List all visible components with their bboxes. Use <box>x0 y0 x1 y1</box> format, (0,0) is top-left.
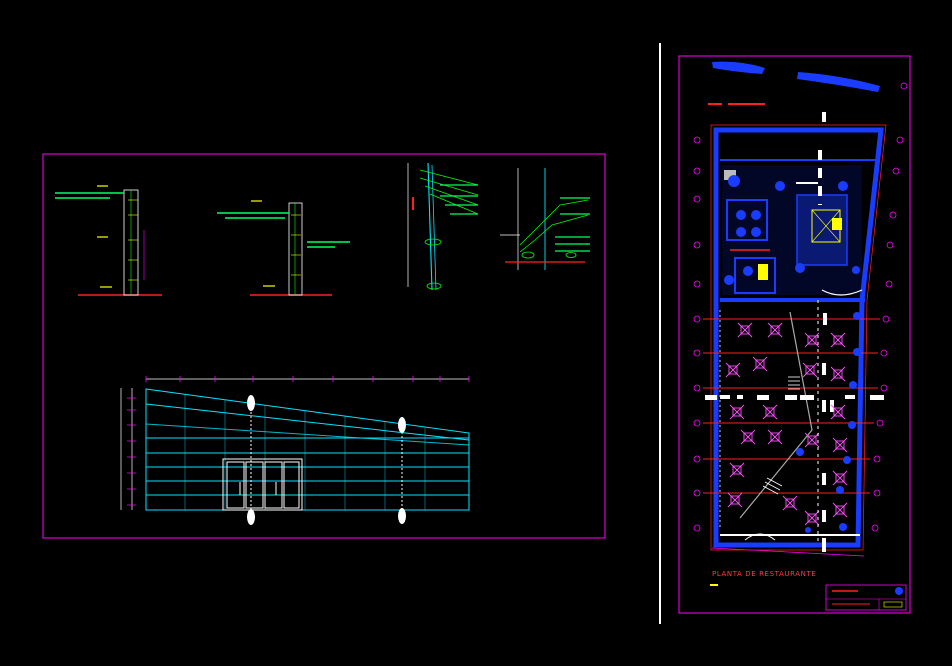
table-set-icon <box>762 404 778 420</box>
grid-bubble-icon <box>885 280 893 288</box>
table-set-icon <box>802 362 818 378</box>
right-sheet <box>678 55 911 614</box>
table-set-icon <box>727 492 743 508</box>
grid-bubbles-left <box>693 136 701 532</box>
table-set-icon <box>830 366 846 382</box>
wall-section-detail-4 <box>500 168 590 270</box>
table-set-icon <box>752 356 768 372</box>
table-set-icon <box>804 510 820 526</box>
grid-bubble-icon <box>693 315 701 323</box>
right-sheet-frame <box>678 55 911 614</box>
table-set-icon <box>740 429 756 445</box>
grid-bubble-icon <box>693 167 701 175</box>
grid-bubble-icon <box>871 524 879 532</box>
table-sets <box>725 322 848 526</box>
table-set-icon <box>832 502 848 518</box>
grid-bubble-icon <box>693 419 701 427</box>
grid-lines <box>703 318 880 494</box>
grid-bubble-icon <box>693 489 701 497</box>
column-marker-icon <box>247 509 255 525</box>
table-set-icon <box>804 432 820 448</box>
table-set-icon <box>830 332 846 348</box>
grid-bubble-icon <box>693 524 701 532</box>
service-area <box>722 150 862 295</box>
entrance-door-frame <box>222 458 303 511</box>
column-marker-icon <box>398 508 406 524</box>
grid-bubble-icon <box>886 241 894 249</box>
grid-bubbles-right <box>871 82 908 532</box>
left-sheet-frame <box>42 153 606 539</box>
table-set-icon <box>782 495 798 511</box>
grid-bubble-icon <box>889 211 897 219</box>
wall-section-detail-1 <box>55 185 162 296</box>
stair-icon <box>762 376 800 495</box>
grid-bubble-icon <box>693 136 701 144</box>
grid-bubble-icon <box>880 349 888 357</box>
grid-bubble-icon <box>876 419 884 427</box>
grid-bubble-icon <box>693 280 701 288</box>
plan-title: PLANTA DE RESTAURANTE <box>712 570 817 578</box>
table-set-icon <box>804 332 820 348</box>
grid-bubble-icon <box>693 349 701 357</box>
table-set-icon <box>767 429 783 445</box>
table-set-icon <box>767 322 783 338</box>
table-set-icon <box>725 362 741 378</box>
grid-bubble-icon <box>693 241 701 249</box>
grid-bubble-icon <box>896 136 904 144</box>
table-set-icon <box>832 470 848 486</box>
grid-bubble-icon <box>873 489 881 497</box>
title-block <box>825 584 907 611</box>
grid-bubble-icon <box>693 455 701 463</box>
door-swing-icon <box>744 533 776 541</box>
facade-elevation <box>120 376 470 525</box>
table-set-icon <box>737 322 753 338</box>
wall-section-detail-2 <box>217 200 350 296</box>
grid-bubble-icon <box>880 384 888 392</box>
grid-bubble-icon <box>693 195 701 203</box>
dining-area <box>703 112 884 552</box>
table-set-icon <box>832 437 848 453</box>
table-set-icon <box>830 404 846 420</box>
left-sheet <box>42 153 606 539</box>
table-set-icon <box>729 462 745 478</box>
grid-bubble-icon <box>900 82 908 90</box>
table-set-icon <box>729 404 745 420</box>
grid-bubble-icon <box>892 167 900 175</box>
grid-bubble-icon <box>873 455 881 463</box>
wall-section-detail-3 <box>407 162 479 291</box>
grid-bubble-icon <box>693 384 701 392</box>
grid-bubble-icon <box>882 315 890 323</box>
column-marker-icon <box>247 395 255 411</box>
